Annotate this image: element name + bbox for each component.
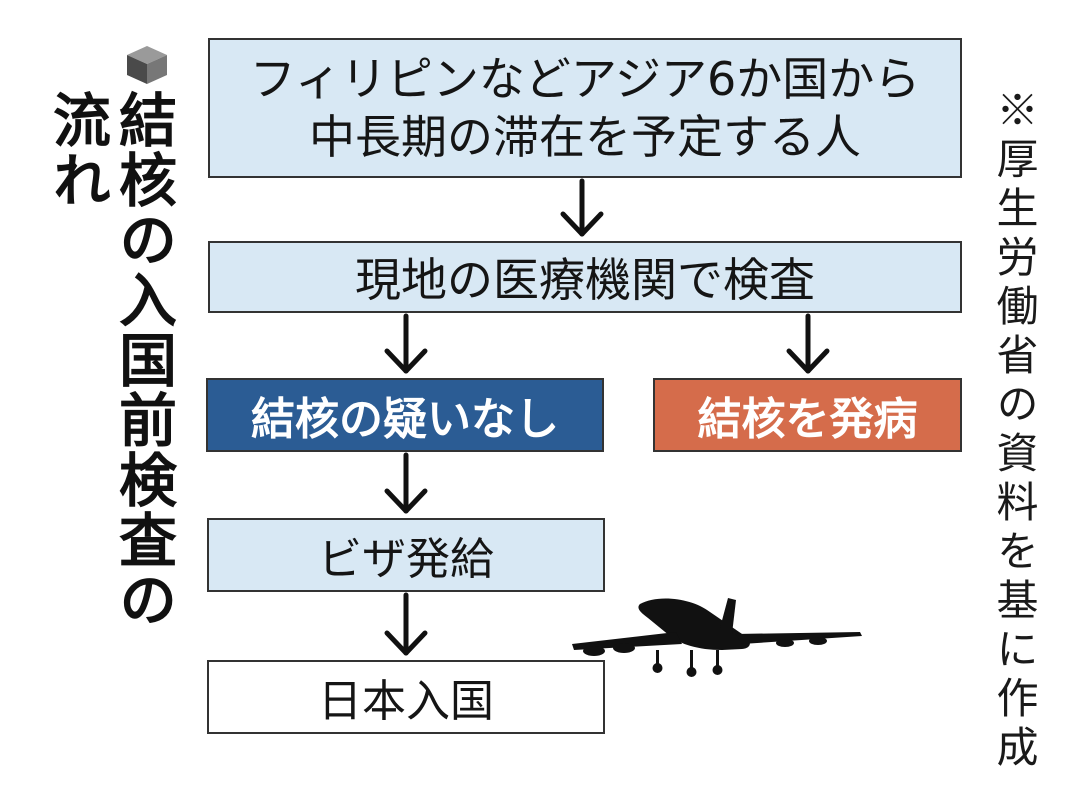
start-condition-line-2: 中長期の滞在を予定する人 xyxy=(308,110,861,164)
start-condition-box: フィリピンなどアジア6か国から 中長期の滞在を予定する人 xyxy=(208,38,962,178)
visa-issuance-box: ビザ発給 xyxy=(207,518,605,592)
local-exam-box: 現地の医療機関で検査 xyxy=(208,241,962,313)
arrow-negative-to-visa xyxy=(384,452,428,514)
no-suspicion-box: 結核の疑いなし xyxy=(206,378,604,452)
airplane-icon xyxy=(572,598,862,677)
start-condition-line-1: フィリピンなどアジア6か国から xyxy=(249,52,921,106)
japan-entry-label: 日本入国 xyxy=(318,676,494,727)
no-suspicion-label: 結核の疑いなし xyxy=(251,394,559,445)
diagram-title-line-1: 結核の入国前検査の xyxy=(109,90,177,630)
cube-icon xyxy=(127,46,167,84)
arrow-visa-to-entry xyxy=(384,592,428,656)
tb-onset-label: 結核を発病 xyxy=(697,394,918,445)
local-exam-label: 現地の医療機関で検査 xyxy=(355,253,815,307)
arrow-start-to-exam xyxy=(560,178,604,237)
diagram-title-line-2: 流れ xyxy=(43,90,111,210)
arrow-exam-to-positive xyxy=(786,313,830,374)
source-note: ※厚生労働省の資料を基に作成 xyxy=(990,88,1039,774)
japan-entry-box: 日本入国 xyxy=(207,660,605,734)
tb-onset-box: 結核を発病 xyxy=(653,378,962,452)
visa-issuance-label: ビザ発給 xyxy=(318,534,494,585)
arrow-exam-to-negative xyxy=(384,313,428,374)
